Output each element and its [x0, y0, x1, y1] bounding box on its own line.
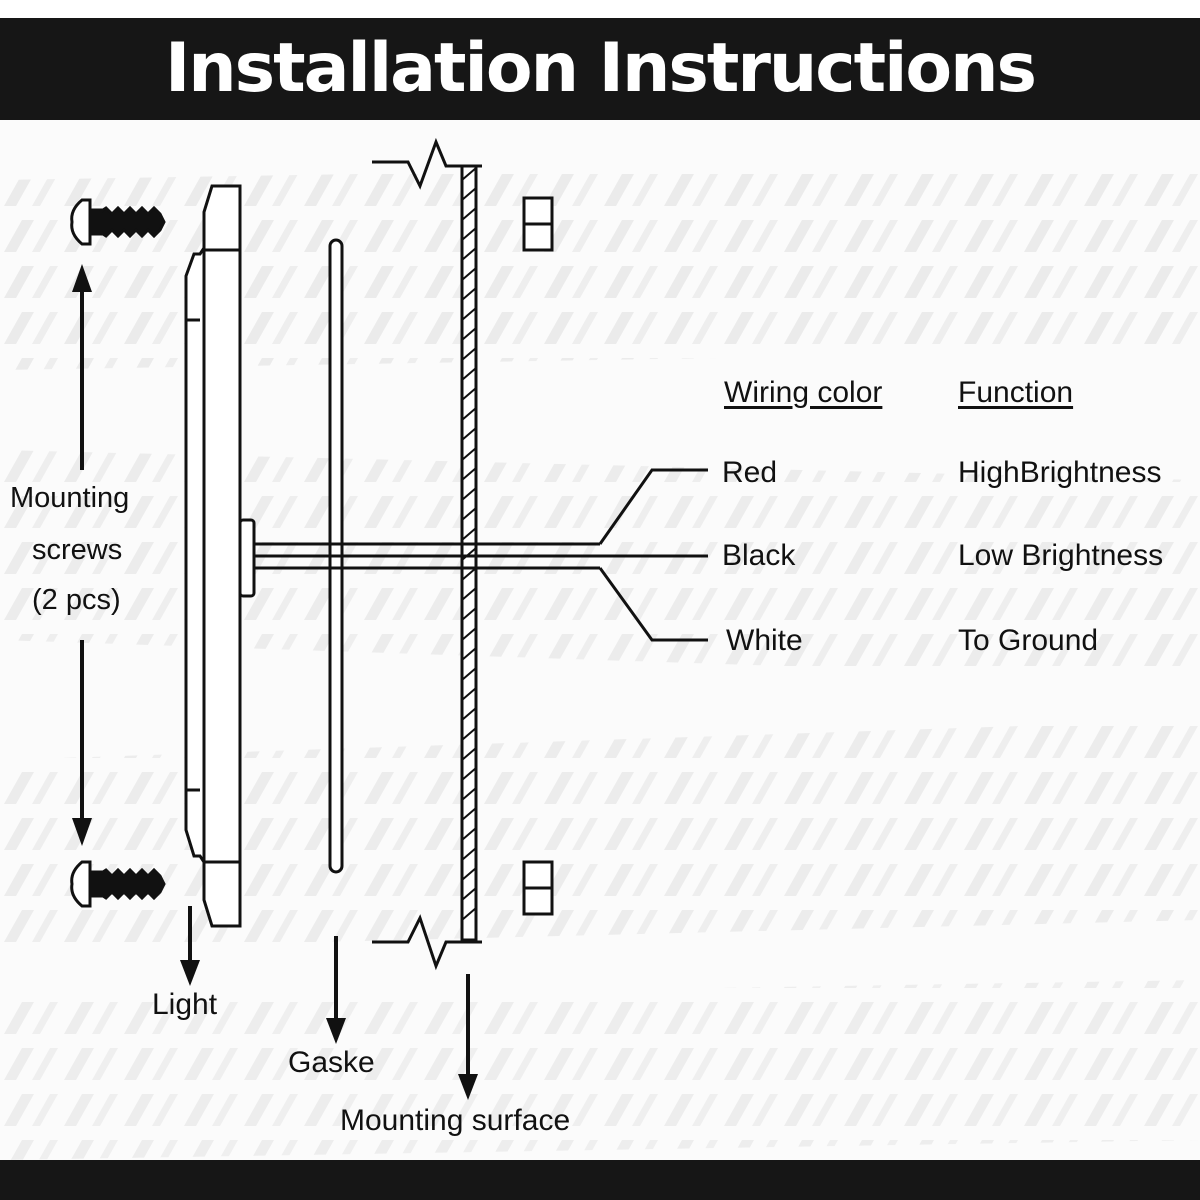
bottom-screw-icon: [70, 860, 166, 908]
wire-function-red: HighBrightness: [958, 456, 1162, 489]
mounting-surface-icon: [372, 137, 482, 971]
screws-arrow: [72, 264, 92, 846]
wiring-color-header: Wiring color: [724, 376, 883, 409]
footer-bar: [0, 1160, 1200, 1200]
wire-function-white: To Ground: [958, 624, 1099, 657]
mounting-clip-icon: [522, 196, 554, 916]
gasket-label: Gaske: [288, 1046, 375, 1079]
screws-label-line-3: (2 pcs): [32, 584, 121, 616]
top-screw-icon: [70, 198, 166, 246]
mounting-surface-label: Mounting surface: [340, 1104, 571, 1137]
screws-label-line-1: Mounting: [10, 482, 130, 514]
wire-color-red: Red: [722, 456, 778, 489]
header-bar: Installation Instructions: [0, 18, 1200, 120]
screws-label-line-2: screws: [32, 534, 123, 566]
wire-color-white: White: [726, 624, 803, 657]
tire-track-pattern: [0, 160, 1200, 1160]
wire-function-black: Low Brightness: [958, 539, 1164, 572]
light-fixture-icon: [184, 184, 256, 928]
light-label: Light: [152, 988, 218, 1021]
function-header: Function: [958, 376, 1074, 409]
wire-color-black: Black: [722, 539, 796, 572]
wires-icon: [254, 468, 708, 642]
page-title: Installation Instructions: [164, 29, 1037, 108]
part-arrows: [180, 906, 478, 1100]
